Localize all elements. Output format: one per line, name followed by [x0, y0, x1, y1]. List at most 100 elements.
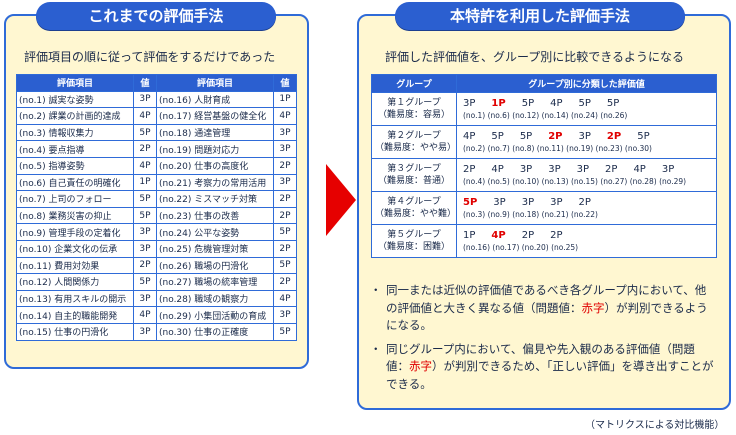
item-cell: (no.17) 経営基盤の健全化	[156, 107, 274, 125]
group-value: 3P	[550, 197, 563, 208]
group-value: 3P	[521, 197, 535, 208]
bullet-marker: ・	[370, 283, 382, 297]
group-difficulty: （難易度：普通）	[377, 176, 450, 186]
group-label-cell: 第３グループ（難易度：普通）	[371, 158, 457, 192]
group-item-numbers: (no.4) (no.5) (no.10) (no.13) (no.15) (n…	[463, 177, 687, 186]
group-difficulty: （難易度：容易）	[377, 110, 450, 120]
problem-value: 2P	[606, 131, 622, 142]
figure-caption: （マトリクスによる対比機能）	[585, 420, 725, 431]
group-value: 2P	[605, 164, 618, 175]
item-cell: (no.9) 管理手段の定着化	[16, 223, 134, 241]
value-cell: 5P	[133, 190, 157, 208]
item-cell: (no.6) 自己責任の明確化	[16, 173, 134, 192]
value-cell: 2P	[273, 190, 297, 208]
group-name: 第１グループ	[387, 98, 441, 108]
value-cell: 5P	[273, 256, 297, 275]
right-panel-title: 本特許を利用した評価手法	[395, 2, 685, 30]
group-value: 4P	[633, 164, 646, 175]
item-cell: (no.16) 人財育成	[156, 90, 274, 109]
item-cell: (no.12) 人間関係力	[16, 273, 134, 291]
item-cell: (no.4) 要点指導	[16, 140, 134, 158]
highlight-text: 赤字	[409, 359, 432, 373]
explanation-text: ）が判別できるため、「正しい評価」を導き出すことができる。	[386, 359, 714, 391]
right-panel-subtitle: 評価した評価値を、グループ別に比較できるようになる	[385, 50, 685, 64]
explanation-item: ・ 同一または近似の評価値であるべき各グループ内において、他の評価値と大きく異な…	[370, 282, 715, 335]
value-cell: 4P	[133, 156, 157, 175]
group-value: 3P	[493, 197, 506, 208]
item-cell: (no.8) 業務災害の抑止	[16, 206, 134, 225]
group-value: 3P	[578, 131, 591, 142]
group-label-cell: 第４グループ（難易度：やや難）	[371, 191, 457, 225]
group-difficulty: （難易度：やや易）	[375, 143, 457, 153]
left-panel-subtitle: 評価項目の順に従って評価をするだけであった	[24, 50, 276, 64]
item-cell: (no.19) 問題対応力	[156, 140, 274, 158]
group-value: 1P	[463, 230, 476, 241]
group-value: 2P	[578, 197, 591, 208]
value-cell: 3P	[273, 123, 297, 142]
group-label-cell: 第１グループ （難易度：容易）	[371, 92, 457, 126]
problem-value: 5P	[463, 197, 478, 208]
value-cell: 4P	[273, 289, 297, 308]
group-values-cell: 5P 3P 3P 3P 2P (no.3) (no.9) (no.18) (no.21) …	[456, 191, 717, 225]
value-cell: 3P	[133, 322, 157, 341]
explanation-text: ）が判別できるようになる。	[386, 300, 708, 333]
group-value: 3P	[576, 164, 590, 175]
item-cell: (no.23) 仕事の改善	[156, 206, 274, 225]
value-cell: 3P	[133, 289, 157, 308]
group-item-numbers: (no.1) (no.6) (no.12) (no.14) (no.24) (n…	[463, 111, 628, 120]
group-value: 4P	[550, 98, 563, 109]
left-panel-title: これまでの評価手法	[36, 2, 276, 30]
group-name: 第２グループ	[387, 131, 441, 141]
value-cell: 3P	[133, 90, 157, 109]
value-cell: 1P	[273, 90, 297, 109]
group-value: 3P	[463, 98, 476, 109]
group-value: 3P	[548, 164, 561, 175]
item-cell: (no.15) 仕事の円滑化	[16, 322, 134, 341]
value-cell: 4P	[273, 107, 297, 125]
item-cell: (no.29) 小集団活動の育成	[156, 306, 274, 324]
explanation-list: ・ 同一または近似の評価値であるべき各グループ内において、他の評価値と大きく異な…	[370, 282, 715, 399]
group-item-numbers: (no.16) (no.17) (no.20) (no.25)	[463, 243, 579, 252]
group-value: 5P	[578, 98, 591, 109]
group-label-cell: 第２グループ （難易度：やや易）	[371, 125, 457, 159]
value-cell: 5P	[273, 322, 297, 341]
group-item-numbers: (no.3) (no.9) (no.18) (no.21) (no.22)	[463, 210, 598, 219]
group-difficulty: （難易度：やや難）	[375, 209, 457, 219]
header-group: グループ	[371, 74, 457, 93]
item-cell: (no.25) 危機管理対策	[156, 239, 274, 258]
header-item: 評価項目	[16, 74, 134, 92]
group-value: 4P	[491, 164, 504, 175]
item-cell: (no.10) 企業文化の伝承	[16, 239, 134, 258]
item-cell: (no.3) 情報収集力	[16, 123, 134, 142]
problem-value: 4P	[491, 230, 506, 241]
group-name: 第５グループ	[387, 230, 441, 240]
group-value: 2P	[463, 164, 476, 175]
value-cell: 2P	[273, 239, 297, 258]
explanation-item: ・ 同じグループ内において、偏見や先入観のある評価値（問題値：赤字）が判別できる…	[370, 341, 715, 394]
item-cell: (no.1) 誠実な姿勢	[16, 90, 134, 109]
group-value: 5P	[637, 131, 650, 142]
item-cell: (no.7) 上司のフォロー	[16, 190, 134, 208]
value-cell: 5P	[133, 206, 157, 225]
value-cell: 3P	[273, 140, 297, 158]
item-cell: (no.5) 指導姿勢	[16, 156, 134, 175]
value-cell: 5P	[133, 273, 157, 291]
group-value: 3P	[519, 164, 533, 175]
item-cell: (no.28) 職域の観察力	[156, 289, 274, 308]
item-cell: (no.21) 考察力の常用活用	[156, 173, 274, 192]
header-value: 値	[133, 74, 157, 92]
